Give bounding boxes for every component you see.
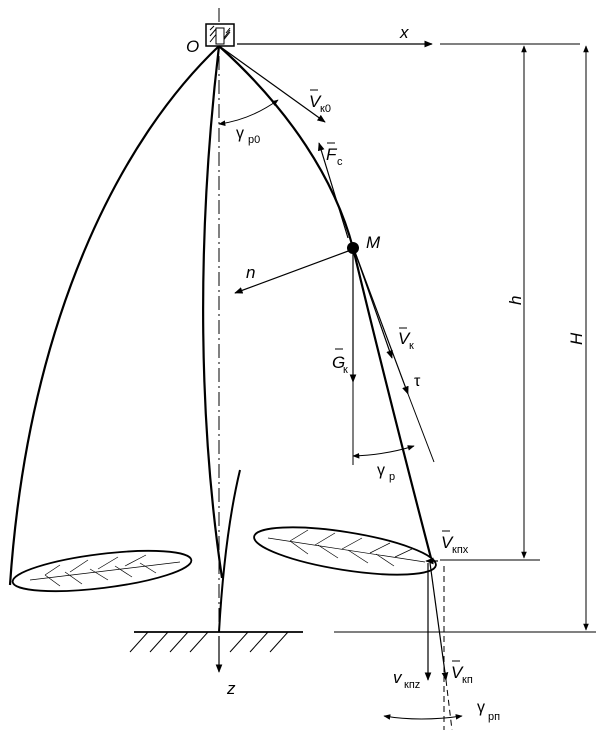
dim-H-label: H <box>567 332 586 345</box>
gamma-pp-label: γ <box>477 699 485 716</box>
gamma-pp-sub: рп <box>488 711 500 723</box>
v-k0-sub: к0 <box>320 103 331 115</box>
gamma-p0-sub: p0 <box>248 134 260 146</box>
gamma-p-label: γ <box>377 462 385 479</box>
v-kpz-sub: кпz <box>404 679 420 691</box>
v-k-sub: к <box>409 340 414 352</box>
nozzle <box>205 23 235 47</box>
left-spray-cross-section <box>11 549 193 593</box>
tangent-extension <box>407 393 435 463</box>
right-spray-cross-section <box>253 526 437 576</box>
left-spray-hatch <box>29 554 181 587</box>
g-k-label: G <box>332 353 345 372</box>
v-k-label: V <box>398 329 411 348</box>
v-kpz-label: v <box>393 668 403 687</box>
f-c-label: F <box>326 145 338 164</box>
left-jet-outer-curve <box>8 45 220 586</box>
v-kp-sub: кп <box>462 674 473 686</box>
x-axis-label: x <box>399 23 409 42</box>
gamma-p-sub: p <box>389 471 395 483</box>
gamma-p0-label: γ <box>236 125 244 142</box>
gamma-pp-arc <box>383 714 463 720</box>
v-kp-label: V <box>451 663 464 682</box>
right-jet-inner-curve <box>218 469 241 633</box>
origin-label: O <box>186 37 199 56</box>
tangent-tau-arrow <box>354 251 409 395</box>
v-kpx-label: V <box>441 533 454 552</box>
dim-h-label: h <box>506 296 525 305</box>
z-axis-label: z <box>226 679 236 698</box>
right-spray-hatch <box>267 529 426 567</box>
ground-hatch <box>129 631 289 653</box>
tangent-tau-label: τ <box>414 373 421 390</box>
v-kp-arrow <box>429 562 449 681</box>
gamma-p-arc <box>352 445 415 459</box>
normal-n-label: n <box>246 263 255 282</box>
f-c-arrow <box>317 142 349 239</box>
f-c-sub: c <box>337 156 343 168</box>
g-k-sub: к <box>343 364 348 376</box>
gamma-p0-arc <box>218 99 279 126</box>
v-kpx-sub: кпx <box>452 544 469 556</box>
v-kp-dashed-extension <box>445 679 453 731</box>
right-jet-upper-curve <box>218 45 355 249</box>
v-k0-arrow <box>221 47 326 123</box>
normal-n-arrow <box>234 249 352 294</box>
left-jet-inner-curve <box>202 45 224 579</box>
right-jet-lower-curve <box>351 247 434 563</box>
v-k0-label: V <box>309 92 322 111</box>
point-m-label: M <box>366 233 381 252</box>
